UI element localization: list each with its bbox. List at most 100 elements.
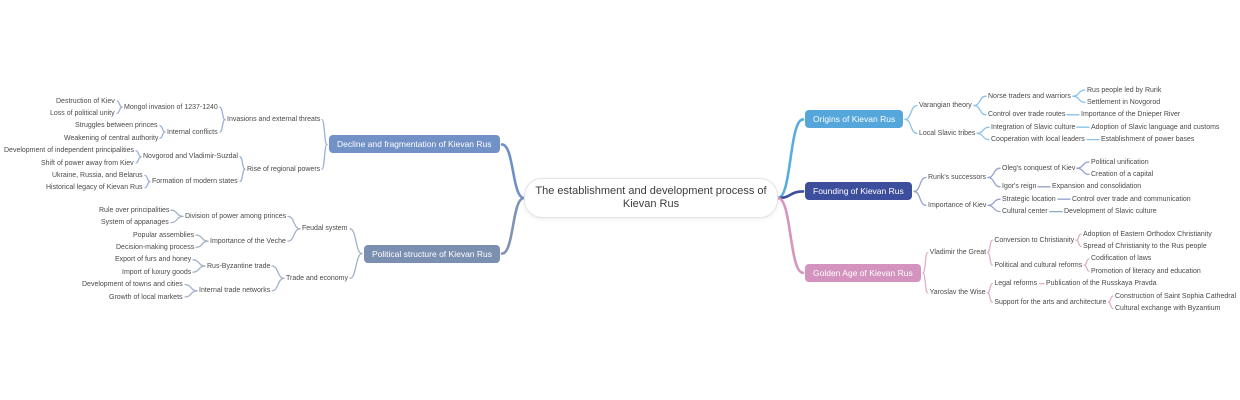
central-topic[interactable]: The establishment and development proces… <box>524 178 778 218</box>
connector-line <box>987 167 1001 179</box>
central-topic-label: The establishment and development proces… <box>535 185 767 210</box>
connector-line <box>976 126 990 135</box>
connector-line <box>987 251 993 266</box>
node-loss-of-political-unity[interactable]: Loss of political unity <box>50 109 115 117</box>
node-export-of-furs-and-honey[interactable]: Export of furs and honey <box>115 256 192 264</box>
node-legal-reforms[interactable]: Legal reforms <box>994 280 1038 288</box>
node-development-of-towns-and-cities[interactable]: Development of towns and cities <box>82 281 183 289</box>
node-construction-of-saint-sophia-cathedral[interactable]: Construction of Saint Sophia Cathedral <box>1115 292 1237 300</box>
node-importance-of-the-veche[interactable]: Importance of the Veche <box>210 237 286 245</box>
node-importance-of-kiev[interactable]: Importance of Kiev <box>928 201 987 209</box>
node-internal-conflicts[interactable]: Internal conflicts <box>167 128 218 136</box>
node-import-of-luxury-goods[interactable]: Import of luxury goods <box>122 268 192 276</box>
node-division-of-power-among-princes[interactable]: Division of power among princes <box>185 212 287 220</box>
node-codification-of-laws[interactable]: Codification of laws <box>1091 255 1152 263</box>
node-formation-of-modern-states[interactable]: Formation of modern states <box>152 178 238 186</box>
connector-line <box>144 174 151 183</box>
branch-political-structure-of-kievan-rus[interactable]: Political structure of Kievan Rus <box>364 244 500 263</box>
node-adoption-of-slavic-language-and-customs[interactable]: Adoption of Slavic language and customs <box>1091 123 1220 131</box>
node-internal-trade-networks[interactable]: Internal trade networks <box>199 287 271 295</box>
node-spread-of-christianity-to-the-rus-people[interactable]: Spread of Christianity to the Rus people <box>1083 242 1207 250</box>
connector-line <box>159 125 166 133</box>
node-political-and-cultural-reforms[interactable]: Political and cultural reforms <box>994 261 1083 269</box>
node-rus-byzantine-trade[interactable]: Rus-Byzantine trade <box>207 262 271 270</box>
branch-origins-of-kievan-rus[interactable]: Origins of Kievan Rus <box>805 110 904 129</box>
node-norse-traders-and-warriors[interactable]: Norse traders and warriors <box>988 92 1071 100</box>
branch-golden-age-of-kievan-rus[interactable]: Golden Age of Kievan Rus <box>805 263 921 282</box>
node-system-of-appanages[interactable]: System of appanages <box>101 219 169 227</box>
node-development-of-slavic-culture[interactable]: Development of Slavic culture <box>1064 208 1157 216</box>
node-rurik-s-successors[interactable]: Rurik's successors <box>928 174 987 181</box>
node-importance-of-the-dnieper-river[interactable]: Importance of the Dnieper River <box>1081 111 1181 119</box>
connector-line <box>184 283 198 292</box>
connector-line <box>1072 95 1086 104</box>
connector-line <box>184 290 198 298</box>
node-support-for-the-arts-and-architecture[interactable]: Support for the arts and architecture <box>994 298 1107 306</box>
connector-line <box>192 265 206 273</box>
node-promotion-of-literacy-and-education[interactable]: Promotion of literacy and education <box>1091 267 1201 275</box>
node-creation-of-a-capital[interactable]: Creation of a capital <box>1091 170 1154 178</box>
connector-line <box>116 100 123 108</box>
node-strategic-location[interactable]: Strategic location <box>1002 195 1056 203</box>
node-invasions-and-external-threats[interactable]: Invasions and external threats <box>227 116 321 124</box>
connector-line <box>776 118 805 200</box>
node-historical-legacy-of-kievan-rus[interactable]: Historical legacy of Kievan Rus <box>46 184 143 192</box>
connector-line <box>219 106 226 121</box>
branch-decline-and-fragmentation-of-kievan-rus[interactable]: Decline and fragmentation of Kievan Rus <box>329 135 500 154</box>
node-weakening-of-central-authority[interactable]: Weakening of central authority <box>64 134 159 142</box>
connector-line <box>170 215 184 224</box>
node-rise-of-regional-powers[interactable]: Rise of regional powers <box>247 165 321 173</box>
node-expansion-and-consolidation[interactable]: Expansion and consolidation <box>1052 183 1142 191</box>
node-control-over-trade-routes[interactable]: Control over trade routes <box>988 111 1066 119</box>
node-cultural-center[interactable]: Cultural center <box>1002 208 1048 216</box>
node-settlement-in-novgorod[interactable]: Settlement in Novgorod <box>1087 98 1161 106</box>
node-vladimir-the-great[interactable]: Vladimir the Great <box>929 249 987 257</box>
node-oleg-s-conquest-of-kiev[interactable]: Oleg's conquest of Kiev <box>1002 164 1076 172</box>
node-conversion-to-christianity[interactable]: Conversion to Christianity <box>994 236 1075 244</box>
node-publication-of-the-russkaya-pravda[interactable]: Publication of the Russkaya Pravda <box>1046 280 1157 288</box>
connector-line <box>500 143 526 200</box>
node-ukraine-russia-and-belarus[interactable]: Ukraine, Russia, and Belarus <box>52 171 143 179</box>
node-cooperation-with-local-leaders[interactable]: Cooperation with local leaders <box>991 136 1085 144</box>
node-shift-of-power-away-from-kiev[interactable]: Shift of power away from Kiev <box>41 159 134 167</box>
node-varangian-theory[interactable]: Varangian theory <box>919 102 972 109</box>
connector-line <box>287 215 301 230</box>
node-decision-making-process[interactable]: Decision-making process <box>116 243 195 251</box>
node-cultural-exchange-with-byzantium[interactable]: Cultural exchange with Byzantium <box>1115 304 1221 312</box>
connector-line <box>987 282 993 294</box>
node-destruction-of-kiev[interactable]: Destruction of Kiev <box>56 97 115 105</box>
node-adoption-of-eastern-orthodox-christianity[interactable]: Adoption of Eastern Orthodox Christianit… <box>1083 230 1212 238</box>
connector-line <box>987 176 1001 188</box>
node-establishment-of-power-bases[interactable]: Establishment of power bases <box>1101 136 1195 144</box>
node-popular-assemblies[interactable]: Popular assemblies <box>133 231 195 239</box>
connector-line <box>1076 167 1090 176</box>
connector-line <box>271 277 285 292</box>
node-local-slavic-tribes[interactable]: Local Slavic tribes <box>919 129 976 137</box>
connector-line <box>349 252 363 280</box>
connector-line <box>1075 239 1082 248</box>
connector-line <box>321 143 328 170</box>
node-development-of-independent-principalities[interactable]: Development of independent principalitie… <box>4 147 134 155</box>
node-struggles-between-princes[interactable]: Struggles between princes <box>75 122 158 130</box>
node-growth-of-local-markets[interactable]: Growth of local markets <box>109 293 183 301</box>
node-mongol-invasion-of-1237-1240[interactable]: Mongol invasion of 1237-1240 <box>124 103 218 111</box>
connector-line <box>904 118 918 135</box>
node-feudal-system[interactable]: Feudal system <box>302 225 348 233</box>
node-rus-people-led-by-rurik[interactable]: Rus people led by Rurik <box>1087 86 1162 94</box>
connector-line <box>1072 89 1086 97</box>
node-yaroslav-the-wise[interactable]: Yaroslav the Wise <box>929 289 986 297</box>
node-control-over-trade-and-communication[interactable]: Control over trade and communication <box>1072 195 1191 203</box>
node-igor-s-reign[interactable]: Igor's reign <box>1002 183 1037 191</box>
node-political-unification[interactable]: Political unification <box>1091 158 1149 166</box>
node-integration-of-slavic-culture[interactable]: Integration of Slavic culture <box>991 123 1076 131</box>
node-trade-and-economy[interactable]: Trade and economy <box>286 274 348 282</box>
connector-line <box>922 272 929 294</box>
connector-line <box>135 149 142 158</box>
node-novgorod-and-vladimir-suzdal[interactable]: Novgorod and Vladimir-Suzdal <box>143 153 238 161</box>
connector-line <box>987 204 1001 213</box>
node-rule-over-principalities[interactable]: Rule over principalities <box>99 206 170 214</box>
branch-founding-of-kievan-rus[interactable]: Founding of Kievan Rus <box>805 182 912 201</box>
connector-line <box>1076 161 1090 169</box>
